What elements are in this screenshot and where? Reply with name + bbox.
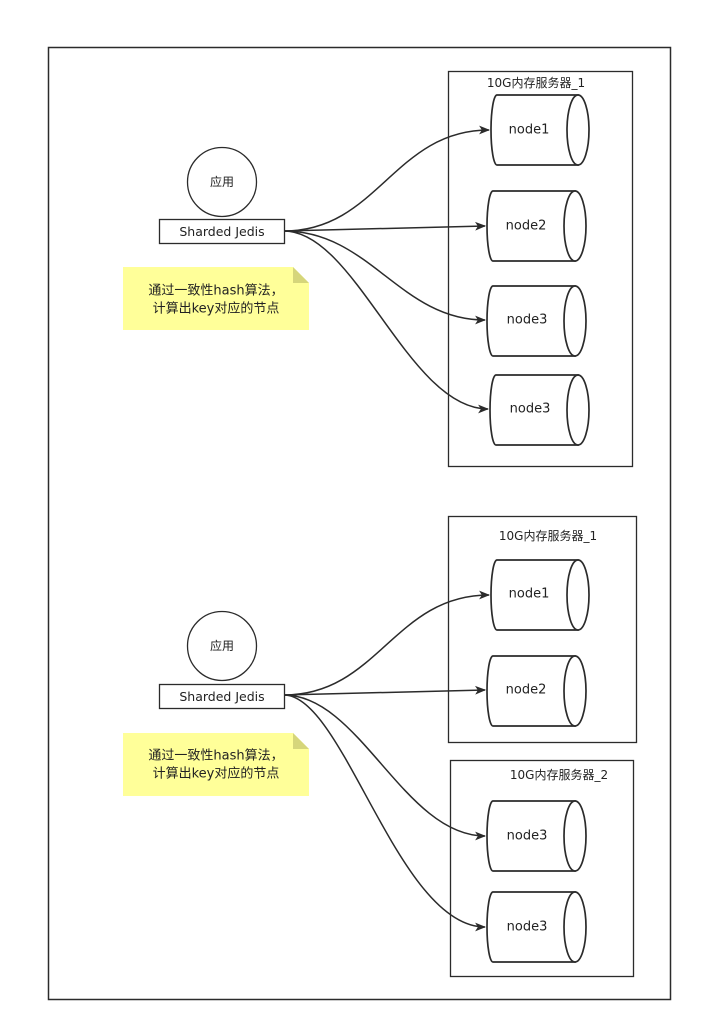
node-label: node2 bbox=[506, 219, 547, 234]
sharded-jedis-label: Sharded Jedis bbox=[179, 689, 264, 704]
app-circle bbox=[186, 610, 258, 682]
arrow-to-node3-second bbox=[283, 694, 487, 932]
node-label: node3 bbox=[507, 829, 548, 844]
note-line-2: 计算出key对应的节点 bbox=[153, 301, 280, 317]
arrow-to-node3-second bbox=[283, 230, 490, 414]
node-cylinder: node1 bbox=[490, 559, 590, 631]
arrow-to-node1 bbox=[283, 590, 491, 696]
node-label: node3 bbox=[510, 402, 551, 417]
note-fold bbox=[293, 733, 309, 749]
node-label: node1 bbox=[509, 123, 550, 138]
arrow-to-node2 bbox=[283, 221, 487, 232]
cylinder-body bbox=[486, 190, 576, 262]
section-two-servers: 10G内存服务器_1 10G内存服务器_2 node1 node2 node3 bbox=[123, 515, 638, 978]
server-box bbox=[447, 70, 634, 468]
server-label: 10G内存服务器_2 bbox=[510, 767, 608, 782]
server-box bbox=[449, 759, 635, 978]
arrow-to-node1 bbox=[283, 125, 491, 232]
cylinder-end bbox=[563, 285, 587, 357]
app-circle bbox=[186, 146, 258, 218]
cylinder-end bbox=[566, 374, 590, 446]
node-cylinder: node1 bbox=[490, 94, 590, 166]
cylinder-body bbox=[490, 94, 579, 166]
arrow-to-node2 bbox=[283, 685, 487, 696]
app-label: 应用 bbox=[210, 638, 234, 653]
cylinder-end bbox=[563, 655, 587, 727]
server-box bbox=[447, 515, 638, 744]
node-cylinder: node3 bbox=[486, 285, 587, 357]
app-label: 应用 bbox=[210, 174, 234, 189]
node-label: node1 bbox=[509, 587, 550, 602]
node-label: node3 bbox=[507, 313, 548, 328]
note bbox=[123, 733, 309, 796]
node-cylinder: node2 bbox=[486, 655, 587, 727]
sharded-jedis-box bbox=[158, 683, 286, 710]
server-label: 10G内存服务器_1 bbox=[499, 528, 597, 543]
note bbox=[123, 267, 309, 330]
arrow-to-node3 bbox=[283, 230, 487, 325]
cylinder-body bbox=[486, 285, 576, 357]
cylinder-body bbox=[489, 374, 579, 446]
cylinder-body bbox=[486, 891, 576, 963]
cylinder-body bbox=[486, 655, 576, 727]
arrow-to-node3 bbox=[283, 694, 487, 841]
sharded-jedis-box bbox=[158, 218, 286, 245]
note-line-2: 计算出key对应的节点 bbox=[153, 766, 280, 782]
cylinder-end bbox=[563, 800, 587, 872]
server-label: 10G内存服务器_1 bbox=[487, 75, 585, 90]
node-label: node2 bbox=[506, 683, 547, 698]
cylinder-body bbox=[486, 800, 576, 872]
cylinder-end bbox=[566, 94, 590, 166]
diagram-frame bbox=[47, 46, 672, 1001]
node-cylinder: node3 bbox=[489, 374, 590, 446]
sharded-jedis-label: Sharded Jedis bbox=[179, 224, 264, 239]
note-line-1: 通过一致性hash算法， bbox=[148, 749, 283, 764]
note-line-1: 通过一致性hash算法， bbox=[148, 284, 283, 299]
node-cylinder: node3 bbox=[486, 800, 587, 872]
cylinder-end bbox=[563, 891, 587, 963]
cylinder-end bbox=[566, 559, 590, 631]
node-cylinder: node3 bbox=[486, 891, 587, 963]
cylinder-end bbox=[563, 190, 587, 262]
node-cylinder: node2 bbox=[486, 190, 587, 262]
cylinder-body bbox=[490, 559, 579, 631]
note-fold bbox=[293, 267, 309, 283]
section-single-server: 10G内存服务器_1 node1 node2 node3 node3 bbox=[123, 70, 634, 468]
node-label: node3 bbox=[507, 920, 548, 935]
